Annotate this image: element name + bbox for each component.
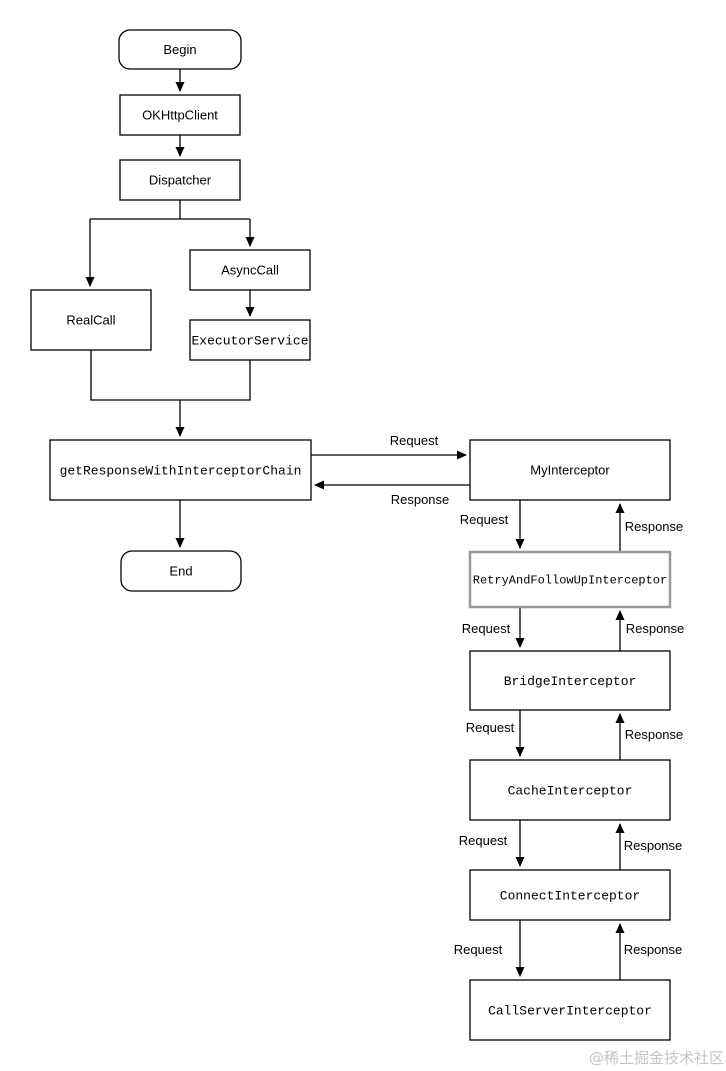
node-bridge-label: BridgeInterceptor: [504, 674, 637, 689]
node-retry-label: RetryAndFollowUpInterceptor: [473, 574, 667, 588]
edge-label-response: Response: [391, 492, 450, 507]
edge-label-request: Request: [454, 942, 503, 957]
edge-label-request: Request: [462, 621, 511, 636]
node-dispatcher-shape: [119, 159, 241, 201]
node-callserver-label: CallServerInterceptor: [488, 1004, 652, 1019]
node-executorservice: ExecutorService: [189, 319, 311, 361]
edge-merge: [90, 350, 251, 401]
node-begin: Begin: [118, 29, 242, 70]
node-realcall: RealCall: [30, 289, 152, 351]
node-begin-shape: [118, 29, 242, 70]
node-connect-interceptor: ConnectInterceptor: [469, 869, 671, 921]
edge-label-response: Response: [625, 727, 684, 742]
node-realcall-label: RealCall: [66, 313, 115, 328]
node-realcall-shape: [30, 289, 152, 351]
node-myinterceptor: MyInterceptor: [469, 439, 671, 501]
node-cache-label: CacheInterceptor: [508, 784, 633, 799]
edge-label-request: Request: [390, 433, 439, 448]
node-executorservice-label: ExecutorService: [191, 334, 308, 349]
node-get-response-shape: [49, 439, 312, 501]
edge-label-request: Request: [466, 720, 515, 735]
node-retry-shape: [468, 550, 672, 609]
node-okhttpclient: OKHttpClient: [119, 94, 241, 136]
edge-label-response: Response: [626, 621, 685, 636]
edge-label-response: Response: [625, 519, 684, 534]
node-connect-shape: [469, 869, 671, 921]
node-bridge-shape: [469, 650, 671, 711]
edge-label-response: Response: [624, 838, 683, 853]
node-okhttpclient-shape: [119, 94, 241, 136]
node-dispatcher: Dispatcher: [119, 159, 241, 201]
edge-label-response: Response: [624, 942, 683, 957]
node-begin-label: Begin: [163, 42, 196, 57]
node-get-response-with-interceptor-chain: getResponseWithInterceptorChain: [49, 439, 312, 501]
node-end-label: End: [169, 564, 192, 579]
node-dispatcher-label: Dispatcher: [149, 173, 212, 188]
node-myinterceptor-label: MyInterceptor: [530, 463, 610, 478]
node-asynccall-shape: [189, 249, 311, 291]
edge-label-request: Request: [459, 833, 508, 848]
edges: [85, 69, 625, 980]
node-end-shape: [120, 550, 242, 592]
node-executorservice-shape: [189, 319, 311, 361]
node-myinterceptor-shape: [469, 439, 671, 501]
node-connect-label: ConnectInterceptor: [500, 889, 640, 904]
node-retry-and-follow-up-interceptor: RetryAndFollowUpInterceptor: [468, 550, 672, 609]
node-asynccall: AsyncCall: [189, 249, 311, 291]
node-asynccall-label: AsyncCall: [221, 263, 279, 278]
edge-labels: Request Response Request Response Reques…: [390, 433, 684, 957]
node-end: End: [120, 550, 242, 592]
node-callserver-shape: [469, 979, 671, 1041]
node-bridge-interceptor: BridgeInterceptor: [469, 650, 671, 711]
node-cache-shape: [469, 759, 671, 821]
edge-dispatcher-split: [90, 200, 250, 220]
node-call-server-interceptor: CallServerInterceptor: [469, 979, 671, 1041]
node-okhttpclient-label: OKHttpClient: [142, 108, 218, 123]
node-cache-interceptor: CacheInterceptor: [469, 759, 671, 821]
node-get-response-label: getResponseWithInterceptorChain: [60, 464, 302, 479]
watermark: @稀土掘金技术社区: [589, 1049, 724, 1067]
edge-label-request: Request: [460, 512, 509, 527]
